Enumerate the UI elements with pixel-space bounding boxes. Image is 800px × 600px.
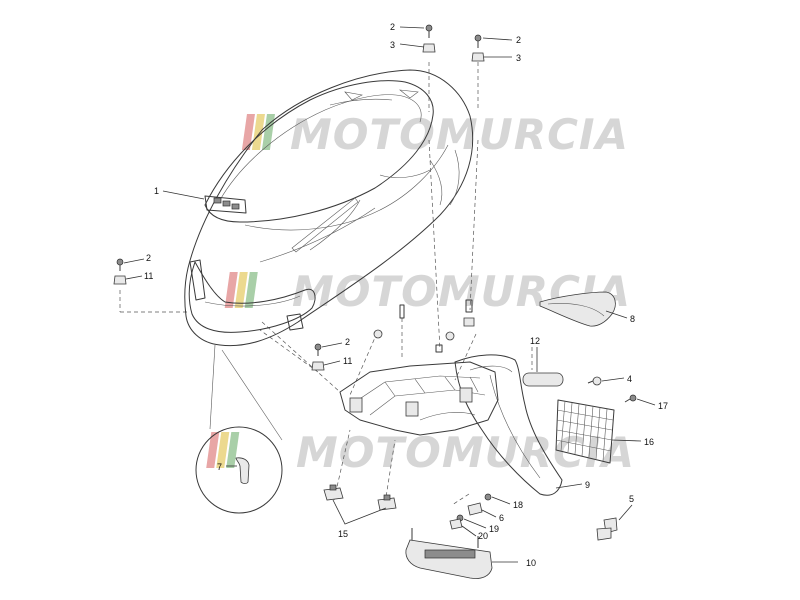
screw-part-2-top-left <box>425 24 433 38</box>
callout-labels: 1 2 3 2 3 2 11 2 11 8 12 4 17 16 7 9 18 … <box>144 22 668 568</box>
watermark-text: MOTOMURCIA <box>296 428 635 477</box>
nut-part-18 <box>484 493 492 501</box>
nut-part-11-center <box>311 361 325 371</box>
clip-part-15-right <box>377 494 397 511</box>
screw-part-2-top-right <box>474 34 482 48</box>
callout-19: 19 <box>489 524 499 534</box>
callout-2: 2 <box>146 253 151 263</box>
license-plate-grid-part-16 <box>555 399 615 464</box>
callout-17: 17 <box>658 401 668 411</box>
watermark-top: MOTOMURCIA <box>241 110 629 159</box>
rear-fender-part-9 <box>454 354 563 496</box>
callout-2: 2 <box>516 35 521 45</box>
mounting-bolts <box>373 299 475 353</box>
callout-2: 2 <box>390 22 395 32</box>
spacer-part-20 <box>449 518 463 530</box>
callout-6: 6 <box>499 513 504 523</box>
screw-part-4 <box>587 376 602 386</box>
nut-part-3-top-left <box>422 43 436 53</box>
spacer-part-6 <box>467 502 483 516</box>
cover-part-8 <box>539 291 616 327</box>
screw-part-2-center <box>314 343 322 356</box>
callout-11: 11 <box>343 356 352 366</box>
callout-5: 5 <box>629 494 634 504</box>
callout-3: 3 <box>390 40 395 50</box>
clip-part-15-left <box>323 484 344 501</box>
callout-12: 12 <box>530 336 540 346</box>
callout-20: 20 <box>478 531 488 541</box>
watermark-text: MOTOMURCIA <box>290 110 629 159</box>
screw-part-2-left <box>116 258 124 271</box>
leader-lines <box>123 26 656 563</box>
nut-part-11-left <box>113 275 127 285</box>
callout-11: 11 <box>144 271 153 281</box>
callout-16: 16 <box>644 437 654 447</box>
callout-18: 18 <box>513 500 523 510</box>
rear-body-cowl-part-1 <box>184 69 474 396</box>
detail-circle-part-7 <box>195 349 283 514</box>
callout-15: 15 <box>338 529 348 539</box>
license-bracket-frame <box>339 361 499 436</box>
grommet-part-5 <box>596 517 618 541</box>
callout-7: 7 <box>217 462 222 472</box>
callout-1: 1 <box>154 186 159 196</box>
callout-9: 9 <box>585 480 590 490</box>
watermark-bottom: MOTOMURCIA <box>206 428 635 477</box>
reflector-part-12 <box>522 372 564 387</box>
nut-part-3-top-right <box>471 52 485 62</box>
callout-10: 10 <box>526 558 536 568</box>
license-light-part-10 <box>405 528 493 579</box>
callout-4: 4 <box>627 374 632 384</box>
callout-2: 2 <box>345 337 350 347</box>
callout-8: 8 <box>630 314 635 324</box>
screw-part-17 <box>624 394 637 403</box>
callout-3: 3 <box>516 53 521 63</box>
